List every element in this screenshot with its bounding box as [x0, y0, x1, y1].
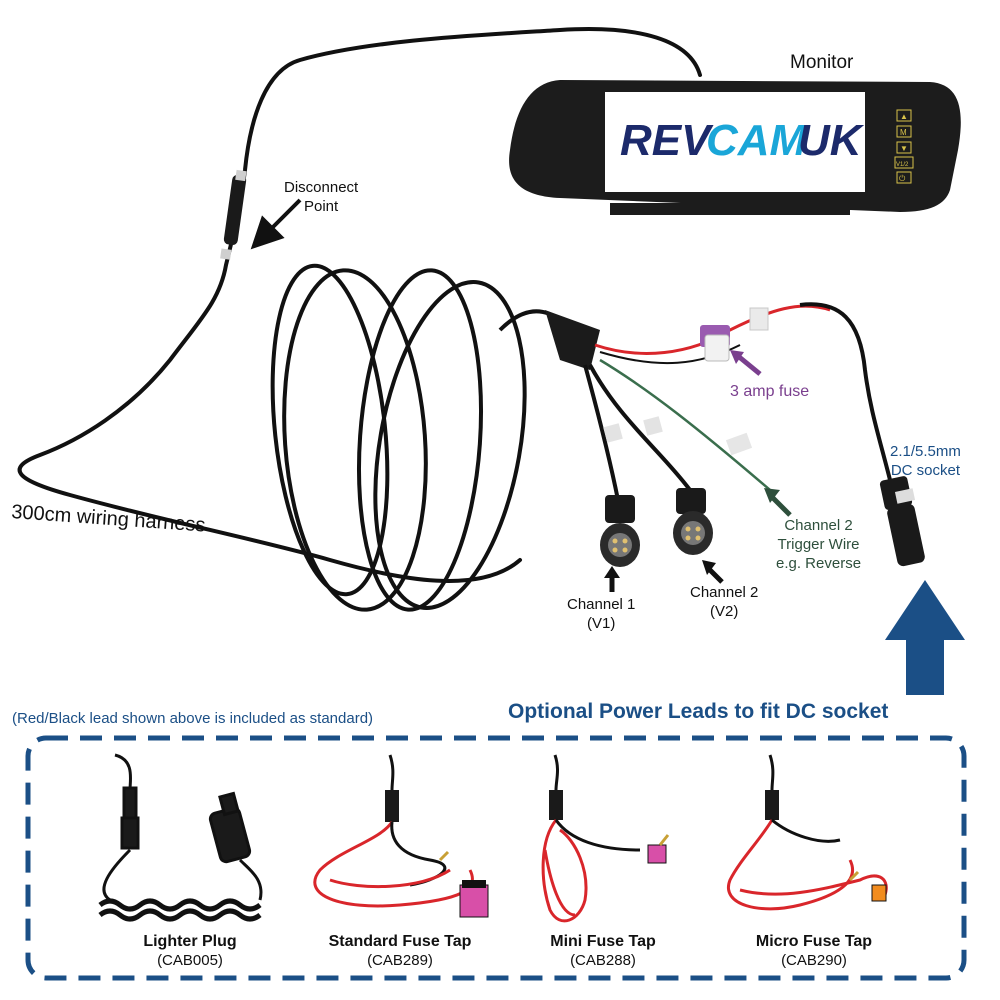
trigger-line1: Channel 2 — [784, 517, 853, 534]
included-note: (Red/Black lead shown above is included … — [12, 710, 374, 727]
mini-fuse-tap-image — [541, 754, 670, 923]
product-name-mini-fuse-tap: Mini Fuse Tap — [550, 933, 656, 950]
disconnect-line2: Point — [304, 198, 339, 215]
dc-socket-up-arrow — [885, 580, 965, 695]
channel2-label: Channel 2 (V2) — [690, 583, 758, 621]
channel1-connector — [600, 495, 640, 567]
dc-socket-cable — [799, 302, 892, 481]
disconnect-arrow — [250, 198, 302, 250]
disconnect-connector — [223, 175, 247, 245]
channel1-line2: (V1) — [587, 615, 616, 632]
channel2-line2: (V2) — [710, 603, 739, 620]
product-name-standard-fuse-tap: Standard Fuse Tap — [328, 933, 472, 950]
logo-rev: REV — [620, 116, 714, 165]
fuse-label: 3 amp fuse — [730, 383, 810, 400]
product-code-lighter-plug: (CAB005) — [157, 952, 223, 969]
monitor-button-down[interactable]: ▼ — [900, 144, 908, 153]
optional-leads-box — [25, 735, 967, 981]
monitor-cable — [17, 27, 702, 583]
mirror-monitor: REV CAM UK ▲ M ▼ V1/2 ⏻ — [509, 80, 961, 215]
monitor-button-source[interactable]: V1/2 — [896, 162, 909, 168]
monitor-screen — [605, 92, 865, 192]
lighter-plug-image — [98, 753, 263, 922]
channel1-label: Channel 1 (V1) — [567, 595, 635, 633]
standard-fuse-tap-image — [313, 754, 489, 918]
product-name-micro-fuse-tap: Micro Fuse Tap — [755, 933, 873, 950]
dc-socket-line2: DC socket — [890, 462, 961, 479]
dc-socket-label: 2.1/5.5mm DC socket — [890, 442, 961, 480]
monitor-button-power[interactable]: ⏻ — [899, 174, 906, 183]
optional-leads-title: Optional Power Leads to fit DC socket — [508, 700, 889, 723]
disconnect-point-label: Disconnect Point — [284, 178, 358, 216]
fuse-holder — [700, 307, 769, 362]
dc-socket-line1: 2.1/5.5mm — [890, 443, 961, 460]
channel2-connector — [673, 488, 713, 555]
channel1-line1: Channel 1 — [567, 596, 636, 613]
micro-fuse-tap-image — [726, 754, 888, 911]
trigger-wire-label: Channel 2 Trigger Wire e.g. Reverse — [776, 516, 861, 573]
monitor-button-menu[interactable]: M — [900, 128, 907, 137]
dc-socket — [879, 476, 925, 567]
monitor-label: Monitor — [790, 52, 854, 73]
product-code-micro-fuse-tap: (CAB290) — [781, 952, 847, 969]
monitor-button-up[interactable]: ▲ — [900, 112, 908, 121]
logo-uk: UK — [798, 116, 865, 165]
harness-coil — [270, 263, 562, 612]
fuse-arrow — [736, 354, 762, 376]
channel1-cable — [583, 364, 620, 501]
channel2-cable — [588, 364, 692, 492]
splitter-block — [545, 310, 600, 370]
logo-cam: CAM — [706, 116, 808, 165]
product-code-standard-fuse-tap: (CAB289) — [367, 952, 433, 969]
product-code-mini-fuse-tap: (CAB288) — [570, 952, 636, 969]
product-name-lighter-plug: Lighter Plug — [143, 933, 237, 950]
trigger-line2: Trigger Wire — [777, 536, 860, 553]
channel2-line1: Channel 2 — [690, 584, 759, 601]
disconnect-line1: Disconnect — [284, 179, 359, 196]
trigger-line3: e.g. Reverse — [776, 555, 862, 572]
trigger-wire — [599, 358, 771, 491]
